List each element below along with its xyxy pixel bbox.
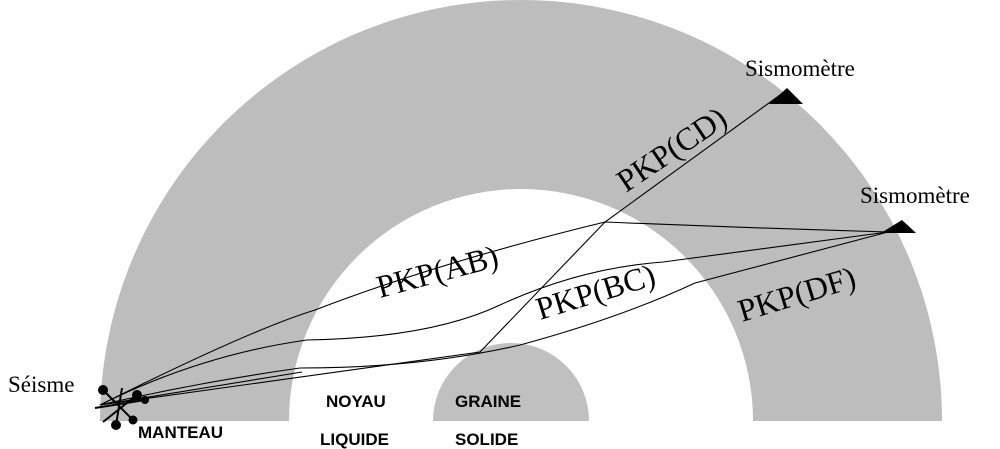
seismometer-top-icon (769, 88, 803, 104)
seismometer-top-label: Sismomètre (745, 56, 855, 81)
mantle-label: MANTEAU (138, 423, 223, 442)
inner-core-region (433, 343, 589, 421)
earthquake-label: Séisme (8, 372, 74, 397)
outer-core-label-line2: LIQUIDE (320, 430, 389, 449)
ray-surface-segment (99, 371, 303, 406)
seismometer-right-icon (881, 220, 916, 233)
seismometer-right-label: Sismomètre (860, 183, 970, 208)
outer-core-label-line1: NOYAU (326, 392, 386, 411)
ray-paths (99, 94, 889, 406)
inner-core-label-line2: SOLIDE (455, 430, 518, 449)
ray-pkp-bc (99, 231, 889, 406)
ray-pkp-df (99, 231, 889, 406)
inner-core-label-line1: GRAINE (455, 392, 521, 411)
ray-pkp-ab (99, 221, 889, 406)
earthquake-star-icon (94, 385, 149, 430)
ray-pkp-cd (99, 94, 781, 406)
